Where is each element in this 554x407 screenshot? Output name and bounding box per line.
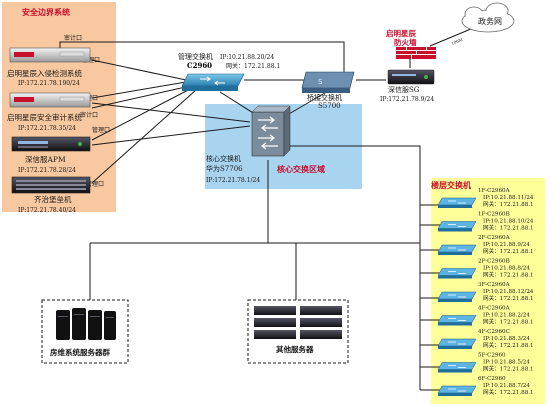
connection-lines [59,41,440,391]
floor-switch-name: 3F-C2960A [478,282,511,288]
audit-device-ip: IP:172.21.78.35/24 [18,125,76,132]
gov-net-label: 政务网 [478,16,502,26]
storage-device-name: 齐治堡垒机 [34,194,72,204]
ids-device-ip: IP:172.21.78.190/24 [18,80,80,87]
floor-switch-list: 1F-C2960AIP:10.21.88.11/24网关：172.21.88.1… [437,188,534,396]
sangfor-sg-name: 深信服SG [388,85,420,94]
audit-port-label-ids: 审计口 [64,34,82,42]
apm-device-name: 深信服APM [25,154,66,164]
floor-switch-ip: IP:10.21.88.2/24 [483,313,530,319]
mgmt-switch-gateway: 网关：172.21.88.1 [226,62,280,70]
ids-device-icon [9,47,91,63]
core-switch-ip: IP:172.21.78.1/24 [206,177,260,184]
gov-net-cloud-icon [461,2,515,33]
audit-device-name: 启明星辰安全审计系统 [7,112,82,122]
core-switch-icon [251,105,291,157]
core-switch-model: 华为S7706 [206,164,243,173]
floor-switch-gateway: 网关：172.21.88.1 [483,200,534,208]
security-zone-title: 安全边界系统 [22,7,70,17]
floor-switch-gateway: 网关：172.21.88.1 [483,341,534,349]
bridge-switch-title: 桥接交换机 [307,93,342,102]
apm-device-icon [11,136,91,152]
floor-switch-name: 6F-C2960 [478,376,506,382]
floor-switch-name: 2F-C2960A [478,235,511,241]
floor-switch-gateway: 网关：172.21.88.1 [483,224,534,232]
firewall-title-line1: 启明星辰 [386,28,416,38]
floor-switch-gateway: 网关：172.21.88.1 [483,318,534,326]
firewall-title-line2: 防火墙 [394,37,417,47]
floor-switch-ip: IP:10.21.88.8/24 [483,266,530,272]
floor-switch-ip: IP:10.21.88.3/24 [483,336,530,342]
floor-switch-name: 4F-C2960C [478,329,510,335]
floor-switch-name: 1F-C2960A [478,188,511,194]
mgmt-switch-title: 管理交换机 [178,52,213,61]
gov-net-link-label: 100M [451,37,464,46]
housing-server-group-label: 房维系统服务器群 [50,347,110,357]
floor-switch-ip: IP:10.21.88.10/24 [483,219,534,225]
mgmt-port-label-storage: 管理口 [86,180,104,188]
floor-switch-gateway: 网关：172.21.88.1 [483,271,534,279]
audit-port-label-audit: 审计口 [80,111,98,119]
mgmt-switch-model: C2960 [187,61,212,70]
floor-switch-gateway: 网关：172.21.88.1 [483,365,534,373]
floor-switch-gateway: 网关：172.21.88.1 [483,247,534,255]
floor-switch-gateway: 网关：172.21.88.1 [483,294,534,302]
mgmt-switch-icon [181,73,245,91]
mgmt-port-label-apm: 管理口 [92,126,110,134]
mgmt-switch-ip: IP:10.21.88.20/24 [220,54,274,61]
svg-text:S: S [318,78,323,86]
floor-switch-ip: IP:10.21.88.9/24 [483,242,530,248]
core-zone-label: 核心交换区域 [277,164,325,174]
floor-switch-name: 1F-C2960B [478,212,510,218]
core-switch-title: 核心交换机 [206,154,241,163]
blade-server-icon [254,306,342,339]
floor-switch-ip: IP:10.21.88.11/24 [483,195,534,201]
apm-device-ip: IP:172.21.78.28/24 [18,167,76,174]
rack-server-icon [56,308,116,340]
other-server-group-label: 其他服务器 [276,344,314,354]
sangfor-sg-ip: IP:172.21.78.9/24 [380,96,434,103]
firewall-icon [396,47,436,59]
bridge-switch-icon: S [301,71,355,93]
floor-switch-gateway: 网关：172.21.88.1 [483,388,534,396]
floor-switch-name: 4F-C2960A [478,306,511,312]
floor-switch-name: 2F-C2960B [478,259,510,265]
sangfor-sg-icon [387,69,435,85]
storage-device-icon [11,176,91,194]
floor-switch-title: 楼层交换机 [431,180,471,190]
bridge-switch-model: S5700 [318,102,341,110]
floor-switch-ip: IP:10.21.88.7/24 [483,383,530,389]
ids-device-name: 启明星辰入侵检测系统 [7,68,82,78]
storage-device-ip: IP:172.21.78.40/24 [18,207,76,214]
floor-switch-ip: IP:10.21.88.12/24 [483,289,534,295]
floor-switch-ip: IP:10.21.88.5/24 [483,360,530,366]
mgmt-port-label-ids: 管理口 [82,56,100,64]
floor-switch-name: 5F-C2960 [478,353,506,359]
audit-device-icon [9,92,91,108]
